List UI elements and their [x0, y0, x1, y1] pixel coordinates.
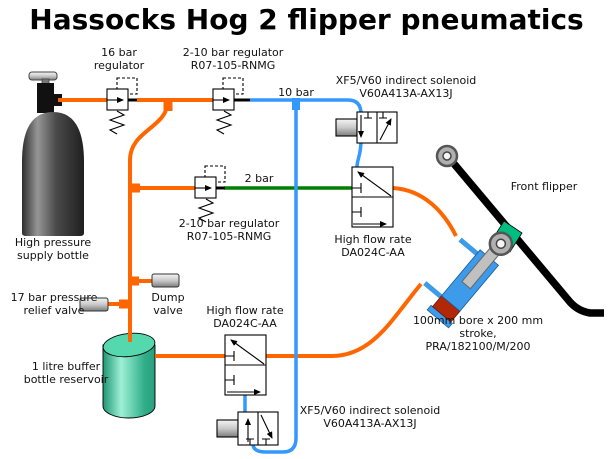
label-front-flipper: Front flipper: [510, 180, 578, 193]
label-buffer-bottle: 1 litre buffer bottle reservoir: [23, 360, 109, 386]
solenoid-valve-top: [335, 111, 398, 144]
label-regulator-2-10-mid: 2-10 bar regulator R07-105-RNMG: [178, 217, 280, 243]
label-solenoid-bottom: XF5/V60 indirect solenoid V60A413A-AX13J: [299, 404, 441, 430]
label-highflow-bottom: High flow rate DA024C-AA: [206, 304, 284, 330]
regulator-2-10bar-mid: [194, 165, 226, 223]
flipper-lever: [447, 156, 604, 317]
label-highflow-top: High flow rate DA024C-AA: [334, 233, 412, 259]
label-solenoid-top: XF5/V60 indirect solenoid V60A413A-AX13J: [335, 74, 477, 100]
label-regulator-16bar: 16 bar regulator: [93, 46, 145, 72]
highflow-valve-top: [351, 166, 394, 228]
buffer-bottle: [102, 332, 156, 419]
regulator-16bar: [106, 77, 138, 135]
pipe-blue: [243, 98, 363, 454]
pneumatic-ram: [423, 231, 514, 329]
bottle-valve: [37, 83, 54, 113]
label-dump-valve: Dump valve: [151, 291, 185, 317]
pipe-connectors: [128, 98, 251, 190]
dump-valve: [151, 273, 180, 288]
ram-ports: [423, 237, 481, 300]
relief-valve: [79, 297, 109, 312]
label-2bar: 2 bar: [244, 172, 274, 185]
diagram-title: Hassocks Hog 2 flipper pneumatics: [29, 3, 584, 36]
label-regulator-2-10-top: 2-10 bar regulator R07-105-RNMG: [182, 46, 284, 72]
solenoid-valve-bottom: [216, 411, 279, 446]
label-relief-valve: 17 bar pressure relief valve: [10, 291, 98, 317]
label-supply-bottle: High pressure supply bottle: [14, 236, 92, 262]
pipe-orange: [58, 98, 458, 358]
regulator-2-10bar-top: [212, 77, 244, 135]
highflow-valve-bottom: [224, 334, 267, 396]
bottle-body: [22, 112, 84, 236]
label-ram: 100mm bore x 200 mm stroke, PRA/182100/M…: [412, 314, 544, 353]
supply-bottle: [22, 71, 84, 236]
label-10bar: 10 bar: [278, 86, 314, 99]
pivot-eye: [435, 144, 459, 168]
